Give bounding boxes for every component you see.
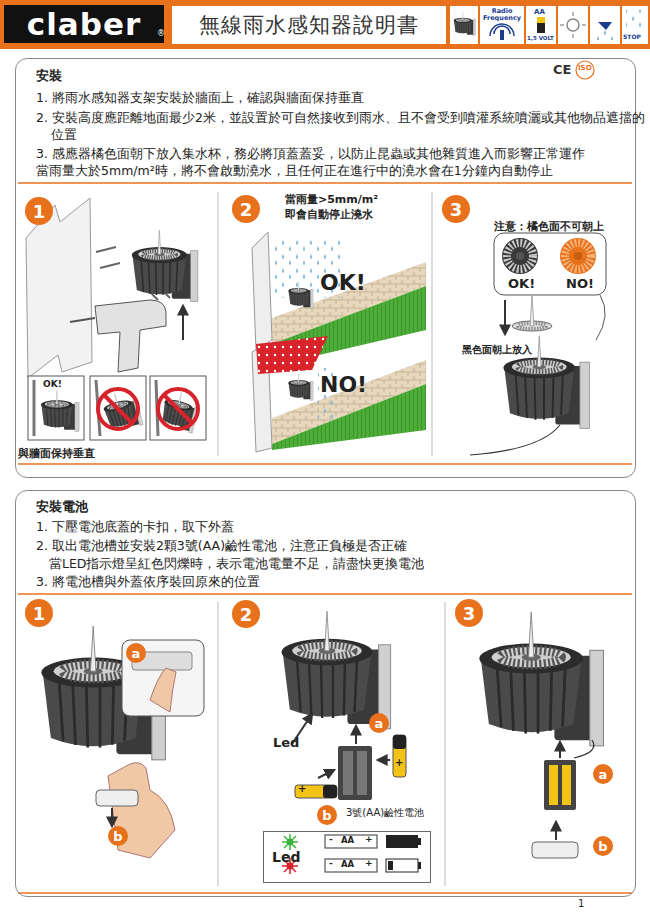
filter-disc-drawing — [470, 233, 606, 455]
callout-letter: b — [317, 805, 337, 825]
node-text: claber — [27, 6, 141, 42]
iso-badge — [576, 61, 594, 79]
figure-note: 當雨量>5mm/m² 即會自動停止澆水 — [285, 192, 385, 222]
section-box: 安裝1. 將雨水感知器支架安裝於牆面上，確認與牆面保持垂直2. 安裝高度應距離地… — [15, 58, 636, 478]
node-text: 2 — [240, 604, 253, 625]
node-text: 3 — [450, 199, 463, 220]
led-legend-box: Led — [263, 831, 431, 883]
instruction-text: 2. 安裝高度應距離地面最少2米，並設置於可自然接收到雨水、且不會受到噴灌系統噴… — [36, 109, 650, 143]
header-icons — [450, 6, 648, 44]
node-text: 3 — [463, 603, 476, 624]
node-text: 1 — [33, 603, 46, 624]
wall-mount-drawing — [26, 198, 206, 440]
instruction-text: 1. 下壓電池底蓋的卡扣，取下外蓋 — [36, 518, 650, 535]
node-text: 2 — [240, 199, 253, 220]
step-number: 3 — [455, 599, 483, 627]
callout-letter: a — [369, 713, 389, 733]
callout-letter: a — [126, 643, 146, 663]
figure-note: 注意：橘色面不可朝上 — [494, 219, 604, 234]
page-title: 無線雨水感知器說明書 — [199, 11, 419, 39]
step-number: 2 — [232, 195, 260, 223]
section-box: 安裝電池1. 下壓電池底蓋的卡扣，取下外蓋2. 取出電池槽並安裝2顆3號(AA)… — [15, 490, 636, 897]
page-number: 1 — [578, 898, 584, 909]
node-text: b — [322, 808, 331, 823]
battery-label: 3號(AA)鹼性電池 — [346, 806, 424, 820]
instruction-text: 當雨量大於5mm/m²時，將不會啟動澆水，且任何正在進行中的澆水會在1分鐘內自動… — [36, 162, 641, 179]
battery-insert-drawing — [281, 611, 421, 874]
instruction-text: 當LED指示燈呈紅色閃爍時，表示電池電量不足，請盡快更換電池 — [49, 555, 639, 572]
certification-mark: CE — [553, 62, 571, 77]
node-text: a — [599, 767, 608, 782]
step-number: 1 — [25, 599, 53, 627]
section-heading: 安裝 — [36, 67, 616, 84]
title-box: 無線雨水感知器說明書 — [172, 6, 446, 44]
node-text: a — [132, 646, 141, 661]
battery-cover-drawing — [41, 626, 204, 858]
rain-exposure-drawing — [252, 232, 426, 452]
instruction-text: 2. 取出電池槽並安裝2顆3號(AA)鹼性電池，注意正負極是否正確 — [36, 537, 650, 554]
instruction-text: 3. 將電池槽與外蓋依序裝回原來的位置 — [36, 573, 650, 590]
callout-letter: b — [593, 836, 613, 856]
callout-letter: a — [593, 764, 613, 784]
node-text: 1 — [33, 201, 46, 222]
step-number: 2 — [232, 600, 260, 628]
figure-note: 與牆面保持垂直 — [18, 446, 95, 461]
callout-letter: b — [108, 826, 128, 846]
step-number: 1 — [25, 197, 53, 225]
node-text: a — [375, 716, 384, 731]
figure-note: 黑色面朝上放入 — [462, 343, 532, 357]
certification-mark: ISO — [578, 64, 592, 72]
instruction-text: 1. 將雨水感知器支架安裝於牆面上，確認與牆面保持垂直 — [36, 89, 650, 106]
step-number: 3 — [442, 195, 470, 223]
brand-logo: claber — [4, 5, 164, 43]
instruction-text: 3. 感應器橘色面朝下放入集水杯，務必將頂蓋蓋妥，以防止昆蟲或其他雜質進入而影響… — [36, 145, 650, 162]
node-text: b — [598, 839, 607, 854]
section-heading: Led — [272, 849, 312, 865]
battery-refit-drawing — [479, 612, 603, 858]
node-text: b — [113, 829, 122, 844]
section-heading: 安裝電池 — [36, 498, 616, 515]
